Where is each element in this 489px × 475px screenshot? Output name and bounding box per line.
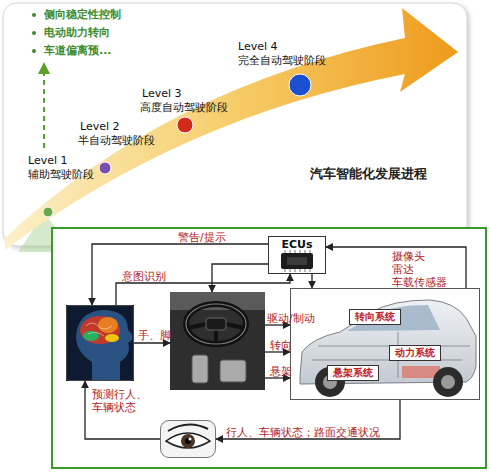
level-dot (289, 74, 311, 96)
bullet (32, 31, 36, 35)
steering-hub (206, 318, 226, 330)
stage-name: 辅助驾驶阶段 (28, 168, 94, 181)
node-label: ECUs (269, 237, 325, 251)
brain-backdrop (66, 305, 134, 381)
subsystem-box: 动力系统 (389, 345, 441, 361)
subsystem-box: 悬架系统 (327, 365, 379, 381)
section-title: 汽车智能化发展进程 (310, 166, 427, 181)
eye-backdrop (161, 421, 215, 457)
bullet (32, 49, 36, 53)
subsystem-box: 转向系统 (349, 309, 401, 325)
edge-label: 转向 (270, 339, 292, 352)
edge-label: 预测行人、 车辆状态 (92, 388, 93, 414)
eye-box (160, 420, 216, 458)
steering-pedals (170, 292, 265, 390)
brain-folds (86, 323, 112, 336)
ecu-chip (281, 253, 313, 269)
ecu-box: ECUs (268, 236, 326, 274)
edge-label: 警告/提示 (178, 231, 226, 244)
edge-label: 手、脚 (138, 329, 171, 342)
eye-highlight (189, 438, 192, 441)
node-label: 转向系统 (350, 310, 400, 324)
car-window (347, 305, 440, 331)
pupil (185, 438, 191, 444)
connector-arrow (216, 400, 400, 439)
steering-wheel (186, 304, 246, 344)
connector-arrow (92, 244, 268, 305)
level-dot (99, 162, 111, 174)
progress-arrow (5, 8, 458, 250)
edge-label: 意图识别 (122, 270, 166, 283)
bullet (32, 13, 36, 17)
brain-lobe (105, 334, 119, 342)
pedal (192, 355, 208, 383)
edge-label: 悬架 (270, 365, 292, 378)
wheel (433, 367, 463, 397)
brain-lobe (98, 317, 118, 333)
vehicle-box: 转向系统动力系统悬架系统 (290, 288, 480, 400)
node-label: 动力系统 (390, 346, 440, 360)
brain-lobe (80, 316, 120, 344)
level-dot (177, 117, 193, 133)
driver-brain (66, 305, 134, 381)
ecu-pins (285, 250, 310, 272)
stage-name: 高度自动驾驶阶段 (140, 101, 228, 114)
edge-label: 行人、车辆状态；路面交通状况 (226, 426, 380, 439)
edge-label: 摄像头 雷达 车载传感器 (392, 250, 393, 289)
head-silhouette (76, 310, 133, 380)
connector-arrow (265, 324, 290, 325)
feature-note: 侧向稳定性控制 (44, 8, 121, 21)
level-name: Level 3 (142, 87, 182, 100)
connector-arrow (212, 264, 268, 292)
level-name: Level 1 (28, 154, 68, 167)
level-name: Level 2 (80, 120, 120, 133)
connector-arrow (311, 274, 312, 288)
eye-shape (166, 433, 210, 448)
ecu-chip-core (287, 257, 307, 265)
eyebrow (168, 424, 208, 431)
wheel-hub (441, 375, 455, 389)
cockpit-backdrop (170, 292, 265, 390)
stage-name: 半自动驾驶阶段 (78, 134, 155, 147)
connector-arrow (326, 247, 466, 288)
feature-note: 电动助力转向 (44, 26, 110, 39)
level-dot (43, 207, 53, 217)
feature-note: 车道偏离预... (44, 44, 112, 57)
connector-arrow (265, 377, 290, 378)
dashed-arrow-head (38, 62, 50, 74)
connector-arrow (134, 342, 170, 343)
pedal (220, 360, 246, 382)
system-frame (52, 228, 486, 468)
stage-name: 完全自动驾驶阶段 (238, 54, 326, 67)
connector-arrow (85, 381, 160, 439)
iris (181, 434, 195, 448)
connector-arrow (116, 274, 290, 305)
top-panel (3, 3, 467, 246)
dashboard (170, 292, 265, 310)
level-name: Level 4 (238, 40, 278, 53)
steering-wheel-rim (186, 304, 246, 344)
dashed-arrow (43, 72, 45, 148)
node-label: 悬架系统 (328, 366, 378, 380)
connector-arrow (265, 351, 290, 352)
